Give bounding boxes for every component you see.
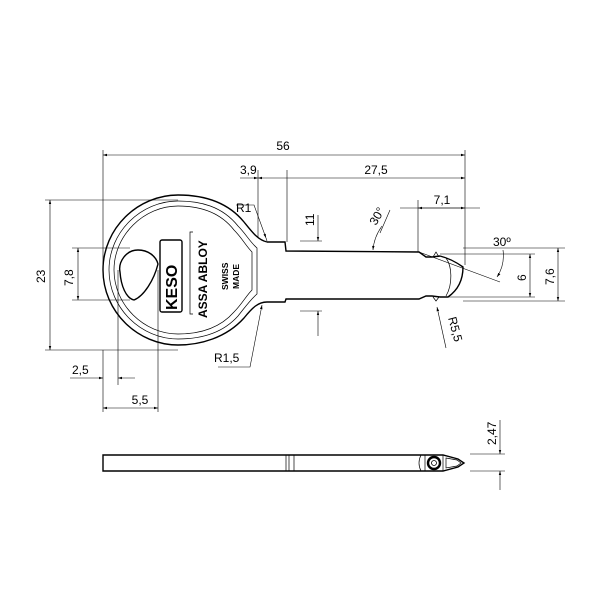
dim-tip-radius: R5,5	[445, 315, 465, 343]
dim-tip-width: 6	[515, 274, 529, 281]
dim-head-height: 23	[34, 269, 48, 283]
swiss-made-line1: SWISS	[220, 262, 230, 290]
swiss-made-line2: MADE	[231, 264, 241, 289]
dim-blade-length: 27,5	[364, 163, 388, 177]
assa-abloy-logo: ASSA ABLOY	[196, 240, 210, 318]
dim-overall-length: 56	[276, 139, 290, 153]
dim-shoulder-height: 11	[303, 213, 317, 226]
key-blade	[267, 241, 464, 303]
dim-tip-length: 7,1	[434, 193, 451, 207]
key-head: KESO ASSA ABLOY SWISS MADE	[102, 194, 268, 346]
dim-thickness: 2,47	[485, 421, 499, 445]
dim-neck-radius-top: R1	[236, 201, 252, 215]
dim-tip-angle-right: 30º	[493, 235, 511, 249]
dim-blade-width: 7,6	[543, 268, 557, 285]
dim-hole-offset: 2,5	[72, 363, 89, 377]
dim-hole-width: 5,5	[132, 393, 149, 407]
dimension-labels: 56 3,9 27,5 7,1 23 7,8 11 30° 30º 6 7,6 …	[34, 139, 557, 445]
dimension-lines	[45, 150, 565, 490]
keso-logo-frame	[159, 239, 183, 313]
keso-logo: KESO	[164, 265, 181, 310]
key-hole	[119, 249, 159, 301]
dim-neck-radius-bottom: R1,5	[214, 351, 240, 365]
key-side-view	[102, 454, 466, 472]
dim-hole-height: 7,8	[62, 269, 76, 286]
dim-shoulder-offset: 3,9	[240, 163, 257, 177]
dim-tip-angle-top: 30°	[366, 205, 387, 228]
